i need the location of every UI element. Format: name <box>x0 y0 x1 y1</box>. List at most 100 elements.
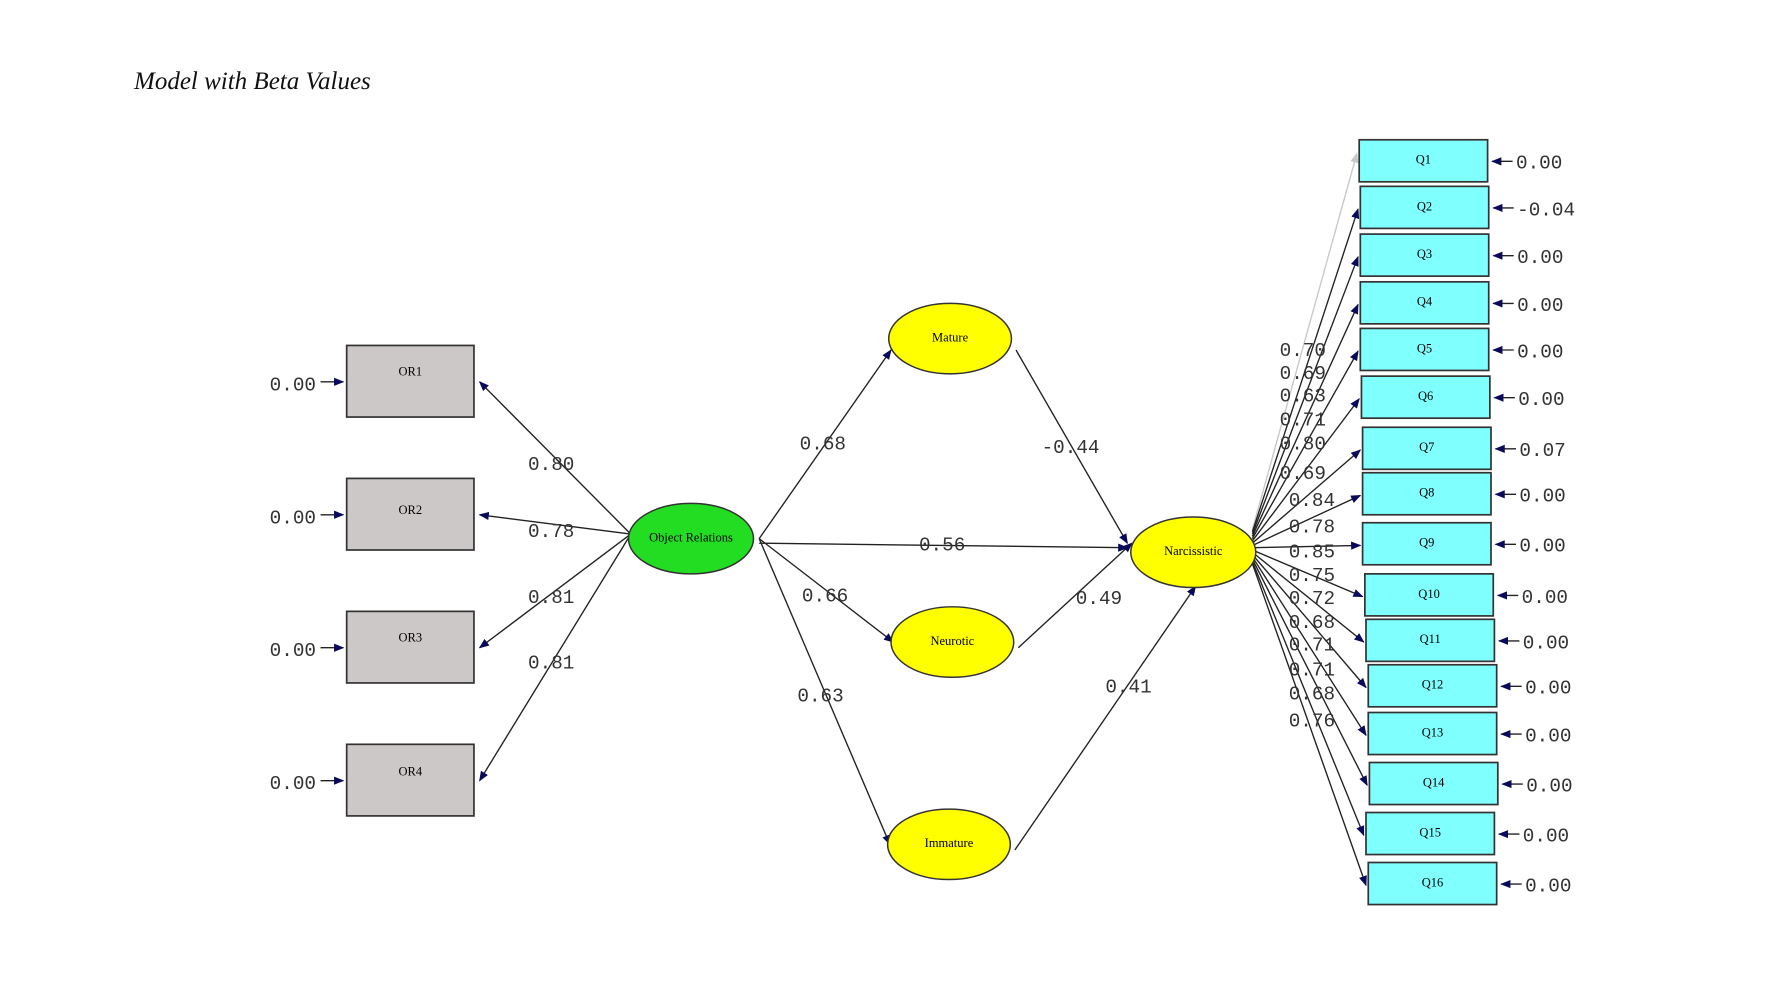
latent-immature <box>886 808 1012 881</box>
indicator-q3-label: Q3 <box>1417 247 1432 261</box>
loading-arrow-or2 <box>478 511 631 535</box>
loading-label-q6: 0.69 <box>1280 463 1326 485</box>
path-or-to-immature <box>758 538 891 846</box>
error-label-or4: 0.00 <box>270 773 316 795</box>
indicator-or2 <box>345 477 475 551</box>
indicator-q8 <box>1361 471 1492 516</box>
error-label-or1: 0.00 <box>270 374 316 396</box>
error-label-q12: 0.00 <box>1525 678 1571 700</box>
loading-arrow-q14 <box>1251 558 1368 787</box>
loading-label-q7: 0.84 <box>1289 490 1335 512</box>
path-neurotic-to-narcissistic <box>1017 542 1133 649</box>
loading-label-q1: 0.70 <box>1280 340 1326 362</box>
indicator-q9-label: Q9 <box>1419 536 1434 550</box>
path-label-mature-narcissistic: -0.44 <box>1042 437 1100 459</box>
loading-arrow-q13 <box>1251 556 1367 737</box>
loading-arrow-q2 <box>1251 208 1360 533</box>
path-or-to-narcissistic <box>759 542 1129 552</box>
loading-label-q5: 0.80 <box>1280 433 1326 455</box>
latent-narcissistic <box>1130 516 1257 589</box>
loading-arrow-q5 <box>1251 350 1359 539</box>
indicator-q12 <box>1367 663 1498 708</box>
loading-arrow-q10 <box>1252 549 1364 598</box>
indicator-q10-label: Q10 <box>1418 587 1440 601</box>
indicator-q16 <box>1367 861 1498 906</box>
indicator-q12-label: Q12 <box>1422 678 1444 692</box>
latent-object-relations-label: Object Relations <box>649 531 733 545</box>
error-label-q7: 0.07 <box>1519 440 1565 462</box>
latent-object-relations <box>627 502 755 575</box>
indicator-q15 <box>1365 811 1496 856</box>
loading-arrow-q11 <box>1251 551 1365 643</box>
indicator-q13-label: Q13 <box>1422 725 1444 739</box>
loading-label-q2: 0.69 <box>1280 363 1326 385</box>
error-label-q1: 0.00 <box>1516 153 1562 175</box>
indicator-q16-label: Q16 <box>1422 875 1444 889</box>
indicator-or4 <box>345 743 475 817</box>
indicator-q15-label: Q15 <box>1419 825 1441 839</box>
indicator-q5-label: Q5 <box>1417 341 1432 355</box>
loading-label-q15: 0.68 <box>1289 683 1335 705</box>
indicator-or1-label: OR1 <box>399 365 423 379</box>
indicator-q10 <box>1364 573 1495 617</box>
loading-label-q16: 0.76 <box>1289 711 1335 733</box>
loading-arrow-q12 <box>1251 554 1367 689</box>
figure-title: Model with Beta Values <box>134 68 371 95</box>
latent-neurotic-label: Neurotic <box>930 634 974 648</box>
loading-label-q9: 0.85 <box>1289 541 1335 563</box>
indicator-q14-label: Q14 <box>1423 775 1445 789</box>
indicator-q11 <box>1365 618 1496 663</box>
indicator-q11-label: Q11 <box>1420 632 1441 646</box>
path-or-to-mature <box>758 349 892 540</box>
indicator-or3 <box>345 610 475 684</box>
path-label-immature-narcissistic: 0.41 <box>1105 677 1151 699</box>
path-or-to-neurotic <box>758 538 895 643</box>
error-label-q6: 0.00 <box>1518 389 1564 411</box>
loading-arrow-q3 <box>1251 255 1359 535</box>
indicator-or3-label: OR3 <box>399 631 423 645</box>
loading-label-q11: 0.72 <box>1289 588 1335 610</box>
path-label-or-narcissistic: 0.56 <box>919 535 965 557</box>
error-label-q8: 0.00 <box>1519 486 1565 508</box>
indicator-q4-label: Q4 <box>1417 295 1433 309</box>
indicator-q2 <box>1359 185 1490 230</box>
path-label-or-mature: 0.68 <box>800 433 846 455</box>
indicator-q4 <box>1359 280 1490 325</box>
error-label-or2: 0.00 <box>270 507 316 529</box>
loading-label-q14: 0.71 <box>1289 660 1335 682</box>
error-label-q3: 0.00 <box>1517 247 1563 269</box>
loading-arrow-q15 <box>1251 561 1365 837</box>
indicator-q1-label: Q1 <box>1416 153 1431 167</box>
error-label-q4: 0.00 <box>1517 295 1563 317</box>
loading-arrow-q6 <box>1251 398 1360 542</box>
latent-narcissistic-label: Narcissistic <box>1164 544 1223 558</box>
error-label-q16: 0.00 <box>1525 875 1571 897</box>
error-label-q10: 0.00 <box>1522 587 1568 609</box>
indicator-q7 <box>1361 426 1492 471</box>
indicator-or4-label: OR4 <box>399 765 423 779</box>
path-label-or-immature: 0.63 <box>797 686 843 708</box>
loading-label-q13: 0.71 <box>1289 635 1335 657</box>
loading-arrow-q8 <box>1252 494 1362 547</box>
latent-neurotic <box>890 606 1015 679</box>
indicator-or2-label: OR2 <box>399 503 423 517</box>
loading-arrow-or3 <box>478 533 632 649</box>
path-immature-to-narcissistic <box>1014 585 1197 851</box>
error-label-q13: 0.00 <box>1525 725 1571 747</box>
loading-label-or4: 0.81 <box>528 653 574 675</box>
path-label-neurotic-narcissistic: 0.49 <box>1076 588 1122 610</box>
error-label-q9: 0.00 <box>1519 536 1565 558</box>
error-label-q15: 0.00 <box>1523 825 1569 847</box>
loading-arrow-q16 <box>1251 563 1367 887</box>
loading-label-q3: 0.63 <box>1280 386 1326 408</box>
indicator-q2-label: Q2 <box>1417 199 1432 213</box>
indicator-q3 <box>1359 233 1490 277</box>
indicator-q6 <box>1360 375 1491 420</box>
loading-label-or1: 0.80 <box>528 454 574 476</box>
loading-arrow-or1 <box>478 381 632 535</box>
indicator-q14 <box>1368 761 1499 806</box>
indicator-q7-label: Q7 <box>1419 440 1434 454</box>
loading-label-q8: 0.78 <box>1289 516 1335 538</box>
error-label-q2: -0.04 <box>1517 199 1575 221</box>
